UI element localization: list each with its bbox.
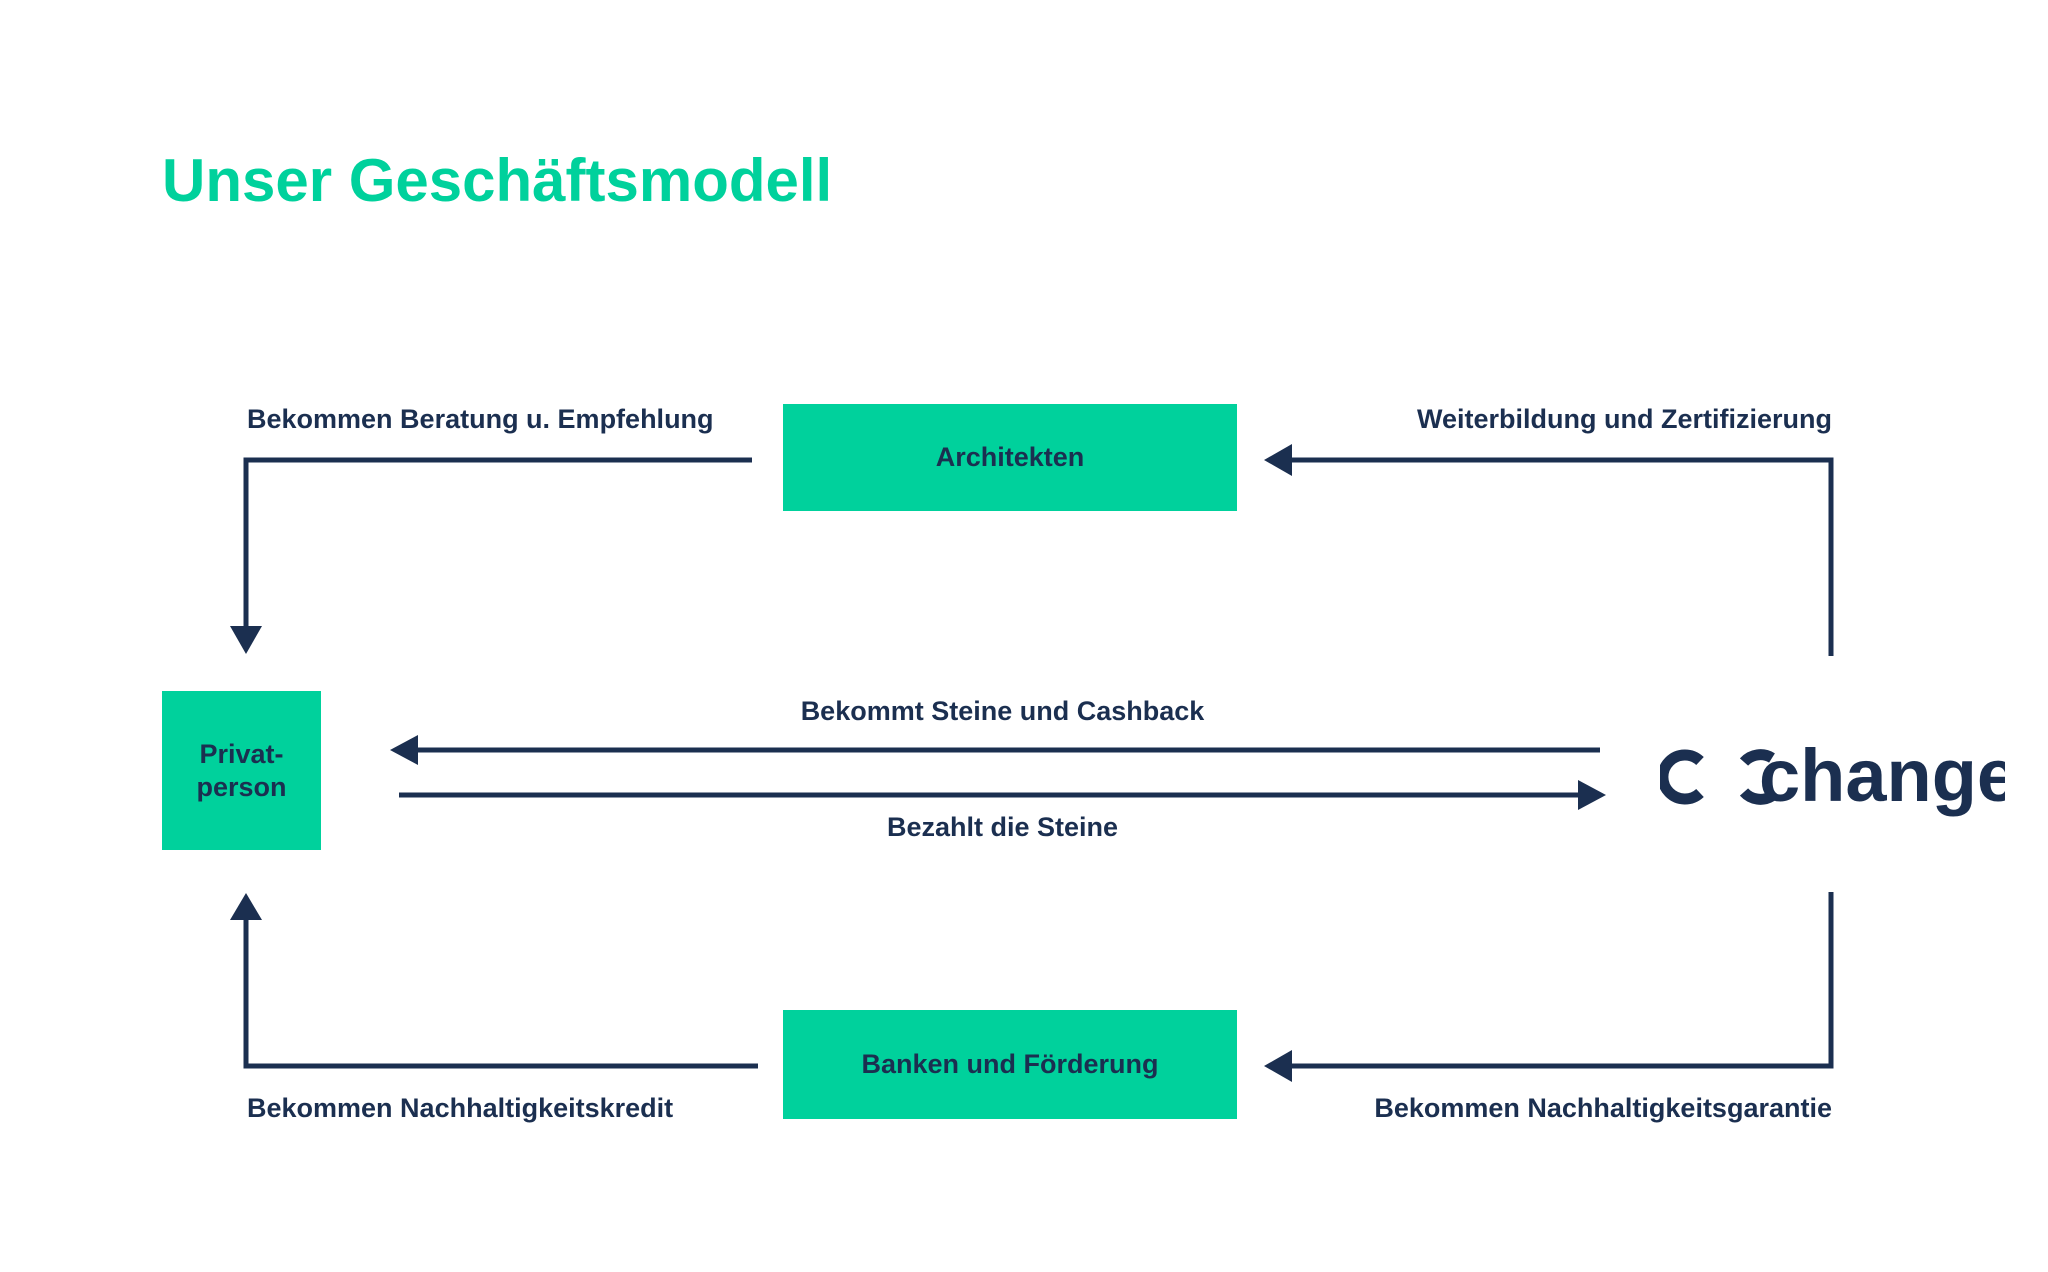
node-privatperson: Privat- person bbox=[162, 691, 321, 850]
arrowhead-left-mid bbox=[390, 735, 418, 765]
edge-label-middle-top: Bekommt Steine und Cashback bbox=[800, 696, 1205, 726]
arrowhead-left-bottom bbox=[1264, 1050, 1292, 1082]
arrow-change-to-banken bbox=[1290, 892, 1834, 1069]
node-architekten-label: Architekten bbox=[935, 442, 1085, 472]
arrowhead-left-top bbox=[1264, 444, 1292, 476]
logo-wordmark: change bbox=[1759, 734, 2005, 817]
c-change-logo-icon: change bbox=[1660, 734, 2005, 817]
edge-label-top-right: Weiterbildung und Zertifizierung bbox=[1417, 404, 1832, 434]
node-privatperson-label: Privat- person bbox=[196, 738, 287, 802]
page-title: Unser Geschäftsmodell bbox=[162, 147, 833, 214]
arrowhead-up bbox=[230, 893, 262, 920]
edge-label-bottom-right: Bekommen Nachhaltigkeitsgarantie bbox=[1374, 1093, 1832, 1123]
node-banken-label: Banken und Förderung bbox=[861, 1049, 1159, 1079]
arrow-change-to-architekten bbox=[1290, 457, 1834, 656]
edge-label-bottom-left: Bekommen Nachhaltigkeitskredit bbox=[247, 1093, 674, 1123]
arrowhead-right-mid bbox=[1578, 780, 1606, 810]
arrowhead-down bbox=[230, 626, 262, 654]
node-banken: Banken und Förderung bbox=[783, 1010, 1237, 1119]
edge-label-top-left: Bekommen Beratung u. Empfehlung bbox=[247, 404, 714, 434]
arrow-banken-to-privatperson bbox=[243, 918, 758, 1069]
arrow-architekten-to-privatperson bbox=[243, 457, 752, 628]
edge-label-middle-bottom: Bezahlt die Steine bbox=[886, 812, 1119, 842]
node-architekten: Architekten bbox=[783, 404, 1237, 511]
